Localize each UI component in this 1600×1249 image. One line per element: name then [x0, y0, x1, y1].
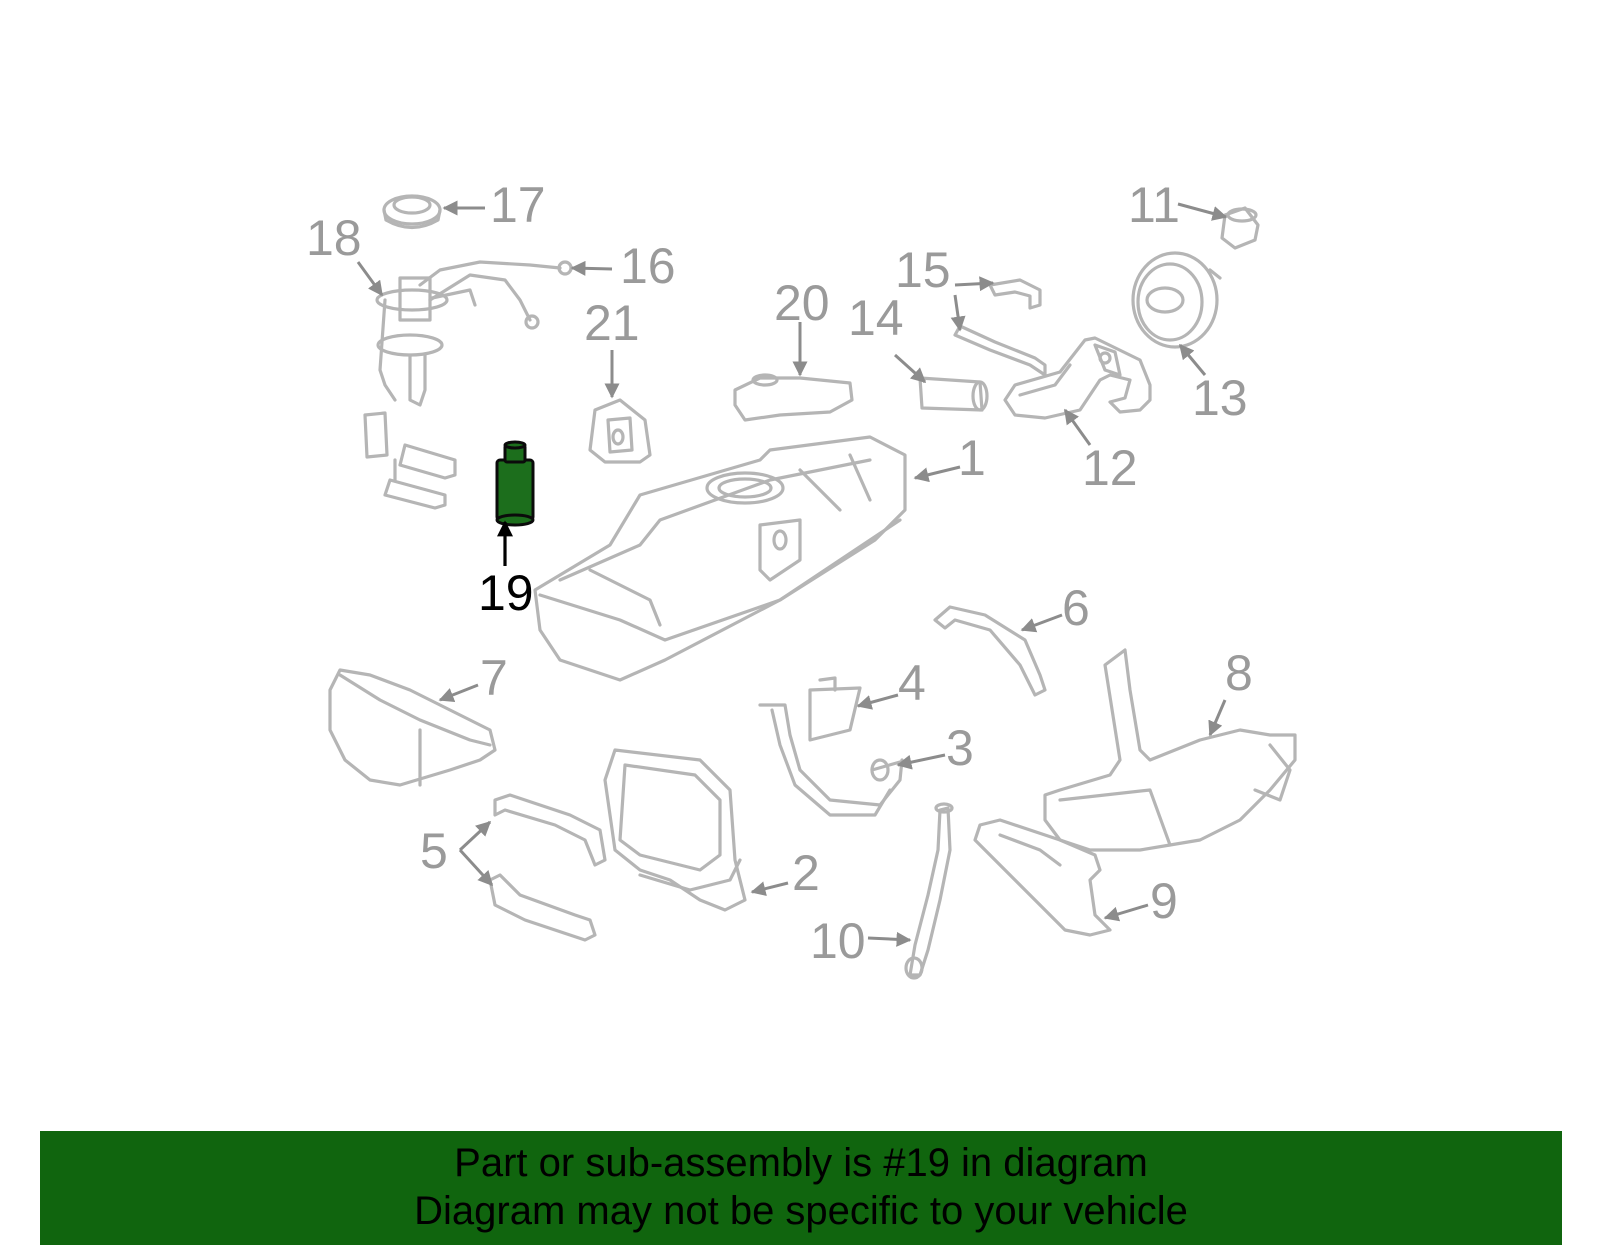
- banner-line-1: Part or sub-assembly is #19 in diagram: [454, 1141, 1148, 1185]
- pad-part-4: [808, 676, 862, 742]
- callout-arrows: [356, 200, 1228, 947]
- clamp-part-3: [870, 758, 902, 782]
- tank-strap: [758, 703, 904, 817]
- vent-hose-part-15: [953, 278, 1047, 377]
- frame-part-2: [603, 748, 747, 912]
- bracket-part-9: [973, 818, 1112, 937]
- grommet-part-21: [588, 398, 652, 464]
- callout-4: 4: [898, 655, 926, 711]
- filler-housing-part-13: [1131, 251, 1222, 349]
- strap-part-5: [488, 793, 607, 942]
- seal-ring-part-17: [382, 194, 442, 230]
- banner-line-2: Diagram may not be specific to your vehi…: [414, 1189, 1188, 1233]
- callout-11: 11: [1128, 177, 1180, 233]
- fuel-cap-part-11: [1220, 206, 1260, 250]
- pump-assembly-part-18: [363, 260, 573, 510]
- callout-14: 14: [848, 290, 904, 346]
- fuel-tank-part-1: [533, 435, 907, 682]
- callout-3: 3: [946, 720, 974, 776]
- callout-5: 5: [420, 823, 448, 879]
- selected-part-19[interactable]: [495, 440, 535, 527]
- callout-20: 20: [774, 275, 830, 331]
- callout-19: 19: [478, 565, 534, 621]
- callout-15: 15: [895, 242, 951, 298]
- hose-part-10: [904, 802, 954, 980]
- filler-neck-part-12: [1003, 336, 1152, 420]
- info-banner: Part or sub-assembly is #19 in diagram D…: [40, 1131, 1562, 1245]
- callout-18: 18: [306, 210, 362, 266]
- callout-1: 1: [958, 430, 986, 486]
- callout-2: 2: [792, 845, 820, 901]
- callout-labels: 1 2 3 4 5 6 7 8 9 10 11 12 13 14 15 16 1…: [306, 177, 1253, 969]
- callout-13: 13: [1192, 370, 1248, 426]
- callout-6: 6: [1062, 580, 1090, 636]
- callout-12: 12: [1082, 440, 1138, 496]
- pad-part-20: [733, 373, 854, 422]
- callout-21: 21: [584, 295, 640, 351]
- callout-8: 8: [1225, 645, 1253, 701]
- callout-17: 17: [490, 177, 546, 233]
- sleeve-part-14: [918, 376, 989, 412]
- callout-16: 16: [620, 238, 676, 294]
- callout-10: 10: [810, 913, 866, 969]
- callout-9: 9: [1150, 873, 1178, 929]
- heat-shield-part-8: [1043, 648, 1297, 852]
- callout-7: 7: [480, 650, 508, 706]
- bracket-part-6: [933, 605, 1047, 697]
- skid-plate-part-7: [328, 668, 497, 787]
